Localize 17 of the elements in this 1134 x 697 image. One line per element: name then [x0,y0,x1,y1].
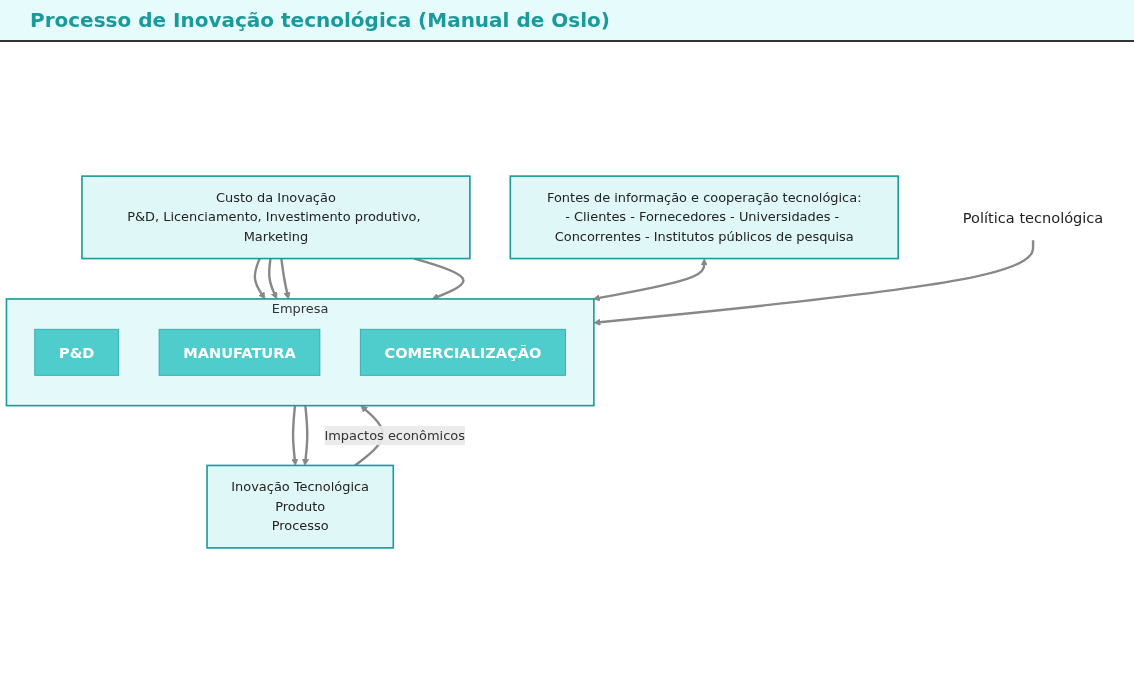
arrow [302,405,310,466]
arrow [268,258,278,300]
arrow [280,258,291,300]
arrow [593,240,1035,326]
arrow [291,405,299,466]
arrow [253,258,266,300]
node-box: Custo da Inovação P&D, Licenciamento, Investimento produtivo, Marketing [81,175,471,260]
arrow [592,258,708,302]
node-box: P&D [34,328,120,376]
node-box: Fontes de informação e cooperação tecnológica: - Clientes - Fornecedores - Universidades - Concorrentes - Institutos públicos de pesquisa [509,175,899,260]
arrow [413,257,465,300]
node-box: Inovação Tecnológica Produto Processo [206,464,395,549]
node-text: Política tecnológica [962,208,1104,226]
node-box: COMERCIALIZAÇÃO [359,328,566,376]
edge-label: Impactos econômicos [324,427,465,443]
node-box: MANUFATURA [158,328,321,376]
diagram-title: Processo de Inovação tecnológica (Manual de Oslo) [0,0,1134,42]
